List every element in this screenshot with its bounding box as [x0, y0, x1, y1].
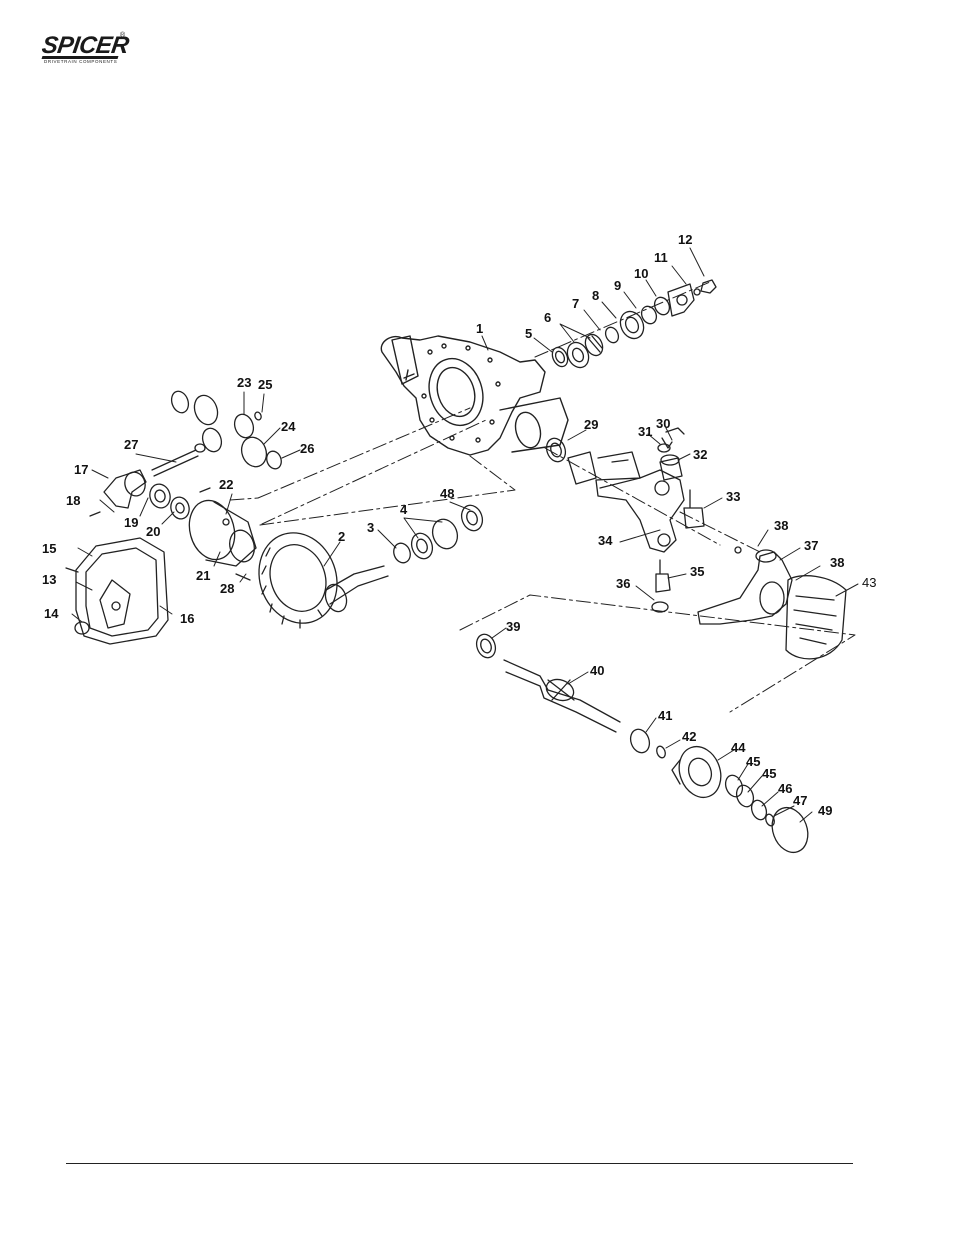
callout-41: 41 [658, 708, 672, 723]
callout-6: 6 [544, 310, 551, 325]
callout-43: 43 [862, 575, 876, 590]
axle-shaft-hub [475, 633, 809, 854]
callout-17: 17 [74, 462, 88, 477]
axle-housing [380, 335, 569, 456]
callout-37: 37 [804, 538, 818, 553]
axle-tube-seal [545, 437, 641, 489]
callout-42: 42 [682, 729, 696, 744]
callout-34: 34 [598, 533, 613, 548]
callout-48: 48 [440, 486, 454, 501]
callout-40: 40 [590, 663, 604, 678]
callout-10: 10 [634, 266, 648, 281]
callout-20: 20 [146, 524, 160, 539]
callout-18: 18 [66, 493, 80, 508]
callout-26: 26 [300, 441, 314, 456]
callout-13: 13 [42, 572, 56, 587]
callout-30: 30 [656, 416, 670, 431]
diff-cover [65, 537, 169, 645]
callout-16: 16 [180, 611, 194, 626]
knuckle-yoke [595, 427, 705, 613]
callout-47: 47 [793, 793, 807, 808]
callout-15: 15 [42, 541, 56, 556]
callout-12: 12 [678, 232, 692, 247]
callout-25: 25 [258, 377, 272, 392]
leader-lines [71, 247, 859, 823]
callout-9: 9 [614, 278, 621, 293]
callout-14: 14 [44, 606, 59, 621]
callout-3: 3 [367, 520, 374, 535]
callout-35: 35 [690, 564, 704, 579]
callout-labels: 1 2 3 4 5 6 7 8 9 10 11 12 13 14 15 16 1… [42, 232, 876, 818]
callout-46: 45 [762, 766, 776, 781]
callout-8: 8 [592, 288, 599, 303]
bearing-caps [89, 469, 211, 520]
callout-45-lower: 46 [778, 781, 792, 796]
callout-33: 33 [726, 489, 740, 504]
callout-38-upper: 38 [774, 518, 788, 533]
callout-24: 24 [281, 419, 296, 434]
centerlines [229, 281, 856, 713]
callout-5: 5 [525, 326, 532, 341]
callout-49: 49 [818, 803, 832, 818]
ring-and-pinion [258, 504, 484, 629]
diff-gears [151, 390, 282, 477]
callout-4: 4 [400, 502, 408, 517]
callout-31: 31 [638, 424, 652, 439]
footer-rule [66, 1163, 853, 1164]
callout-1: 1 [476, 321, 483, 336]
pinion-seal-group [551, 279, 717, 369]
callout-39: 39 [506, 619, 520, 634]
registered-mark: ® [120, 32, 126, 39]
callout-11: 11 [654, 250, 668, 265]
callout-44: 44 [731, 740, 746, 755]
callout-7: 7 [572, 296, 579, 311]
differential-case [188, 499, 257, 581]
callout-2: 2 [338, 529, 345, 544]
logo-tagline: DRIVETRAIN COMPONENTS [44, 59, 118, 64]
callout-32: 32 [693, 447, 707, 462]
callout-21: 21 [196, 568, 210, 583]
callout-45-upper: 45 [746, 754, 760, 769]
steering-knuckle [697, 546, 847, 660]
callout-23: 23 [237, 375, 251, 390]
callout-22: 22 [219, 477, 233, 492]
callout-29: 29 [584, 417, 598, 432]
spicer-logo: SPICER ® DRIVETRAIN COMPONENTS [40, 32, 136, 78]
callout-38-lower: 38 [830, 555, 844, 570]
callout-19: 19 [124, 515, 138, 530]
callout-28: 28 [220, 581, 234, 596]
callout-27: 27 [124, 437, 138, 452]
callout-36: 36 [616, 576, 630, 591]
